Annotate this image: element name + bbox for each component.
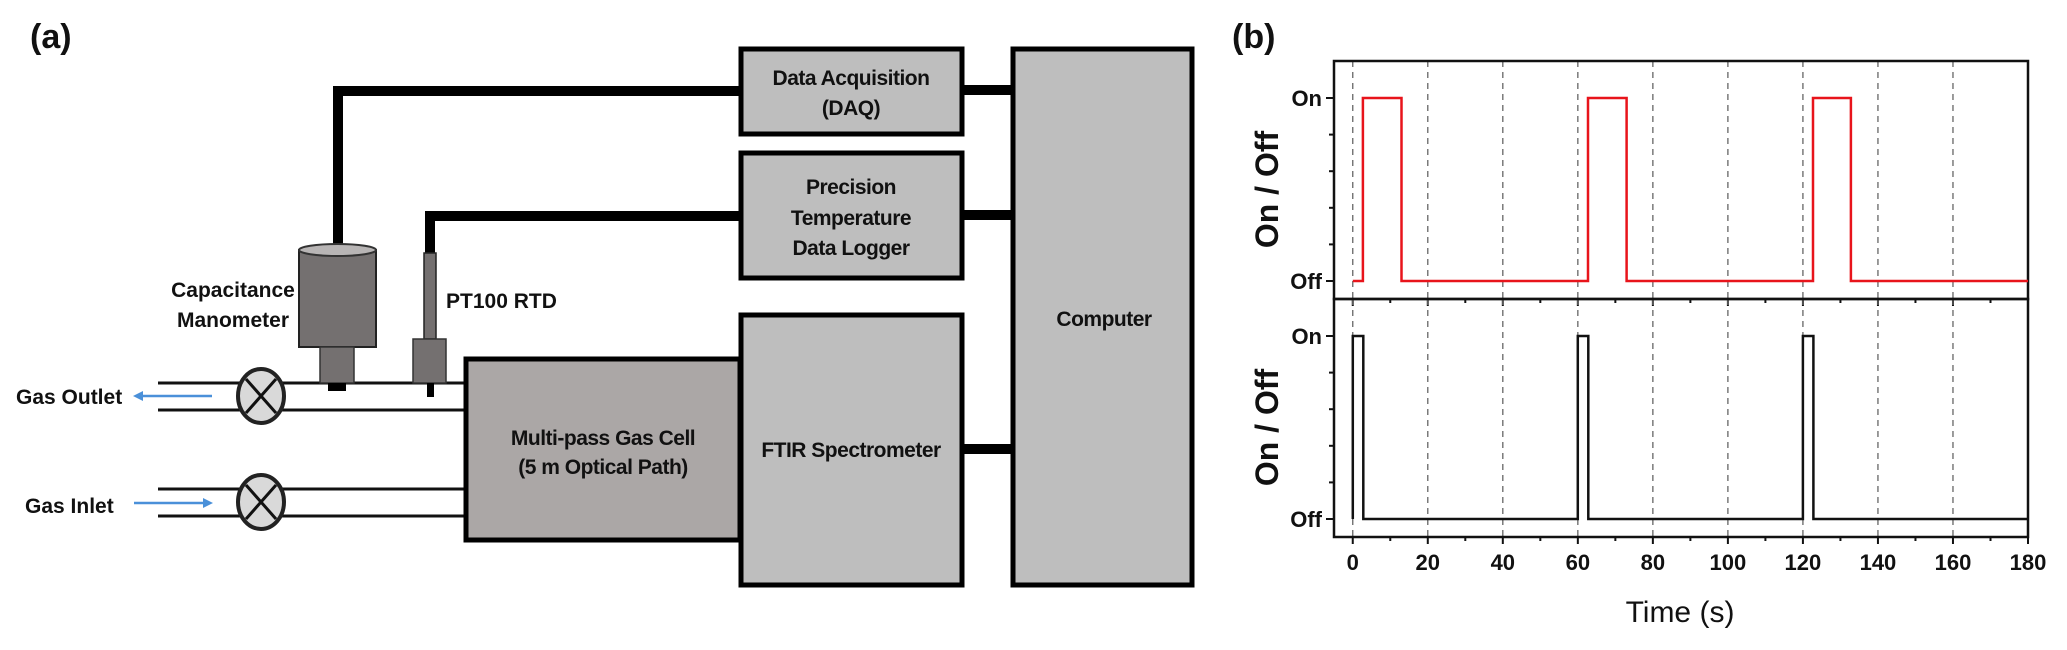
rtd-probe-icon: [412, 252, 447, 397]
y-axis-title: On / Off: [1249, 369, 1285, 487]
plot-frame: [1332, 297, 2030, 539]
x-tick-label: 120: [1785, 550, 1822, 575]
gas-pipes: [158, 381, 466, 518]
daq-label-line: Data Acquisition: [773, 67, 930, 90]
panel-a: (a): [16, 18, 1195, 588]
temperature-logger-box: Precision Temperature Data Logger: [738, 150, 965, 281]
manometer-label-line: Capacitance: [171, 279, 295, 302]
series-line-signal-bottom: [1351, 334, 2028, 521]
gas-cell-label-line: (5 m Optical Path): [518, 456, 688, 479]
gas-inlet-label: Gas Inlet: [25, 495, 114, 518]
outlet-flow-arrow-icon: [133, 391, 212, 401]
x-axis-title: Time (s): [1626, 596, 1735, 629]
x-tick-label: 80: [1641, 550, 1665, 575]
inlet-flow-arrow-icon: [134, 498, 213, 508]
manometer-label-line: Manometer: [177, 309, 289, 332]
rtd-label: PT100 RTD: [446, 290, 557, 313]
ftir-box: FTIR Spectrometer: [738, 312, 965, 588]
x-tick-label: 20: [1416, 550, 1440, 575]
y-tick-label: On: [1291, 86, 1322, 111]
plot-frame: [1332, 59, 2030, 301]
panel-a-label: (a): [30, 18, 72, 56]
manometer-label: Capacitance Manometer: [171, 279, 295, 332]
outlet-valve-icon: [236, 367, 286, 425]
computer-box: Computer: [1010, 46, 1195, 588]
panel-b-label: (b): [1232, 18, 1275, 56]
gas-cell-box: Multi-pass Gas Cell (5 m Optical Path): [463, 356, 743, 543]
series-line-signal-top: [1352, 96, 2028, 283]
signal-wires: [333, 85, 1012, 454]
y-tick-label: Off: [1290, 269, 1322, 294]
logger-label-line: Temperature: [791, 207, 911, 230]
inlet-valve-icon: [236, 473, 286, 531]
y-tick-label: Off: [1290, 507, 1322, 532]
x-tick-label: 160: [1935, 550, 1972, 575]
computer-label: Computer: [1056, 308, 1151, 331]
manometer-to-daq-wire: [333, 86, 740, 248]
x-tick-label: 0: [1347, 550, 1359, 575]
gas-cell-label-line: Multi-pass Gas Cell: [511, 427, 695, 450]
x-tick-label: 100: [1710, 550, 1747, 575]
daq-box: Data Acquisition (DAQ): [738, 46, 965, 137]
capacitance-manometer-icon: [298, 243, 377, 391]
ftir-label: FTIR Spectrometer: [761, 439, 941, 462]
x-tick-label: 40: [1491, 550, 1515, 575]
x-tick-label: 60: [1566, 550, 1590, 575]
x-tick-label: 180: [2010, 550, 2047, 575]
y-axis-title: On / Off: [1249, 131, 1285, 249]
rtd-to-logger-wire: [425, 211, 740, 254]
y-tick-label: On: [1291, 324, 1322, 349]
x-tick-label: 140: [1860, 550, 1897, 575]
logger-label-line: Data Logger: [792, 237, 909, 260]
daq-label-line: (DAQ): [822, 97, 880, 120]
logger-label-line: Precision: [806, 176, 896, 199]
gas-outlet-label: Gas Outlet: [16, 386, 122, 409]
